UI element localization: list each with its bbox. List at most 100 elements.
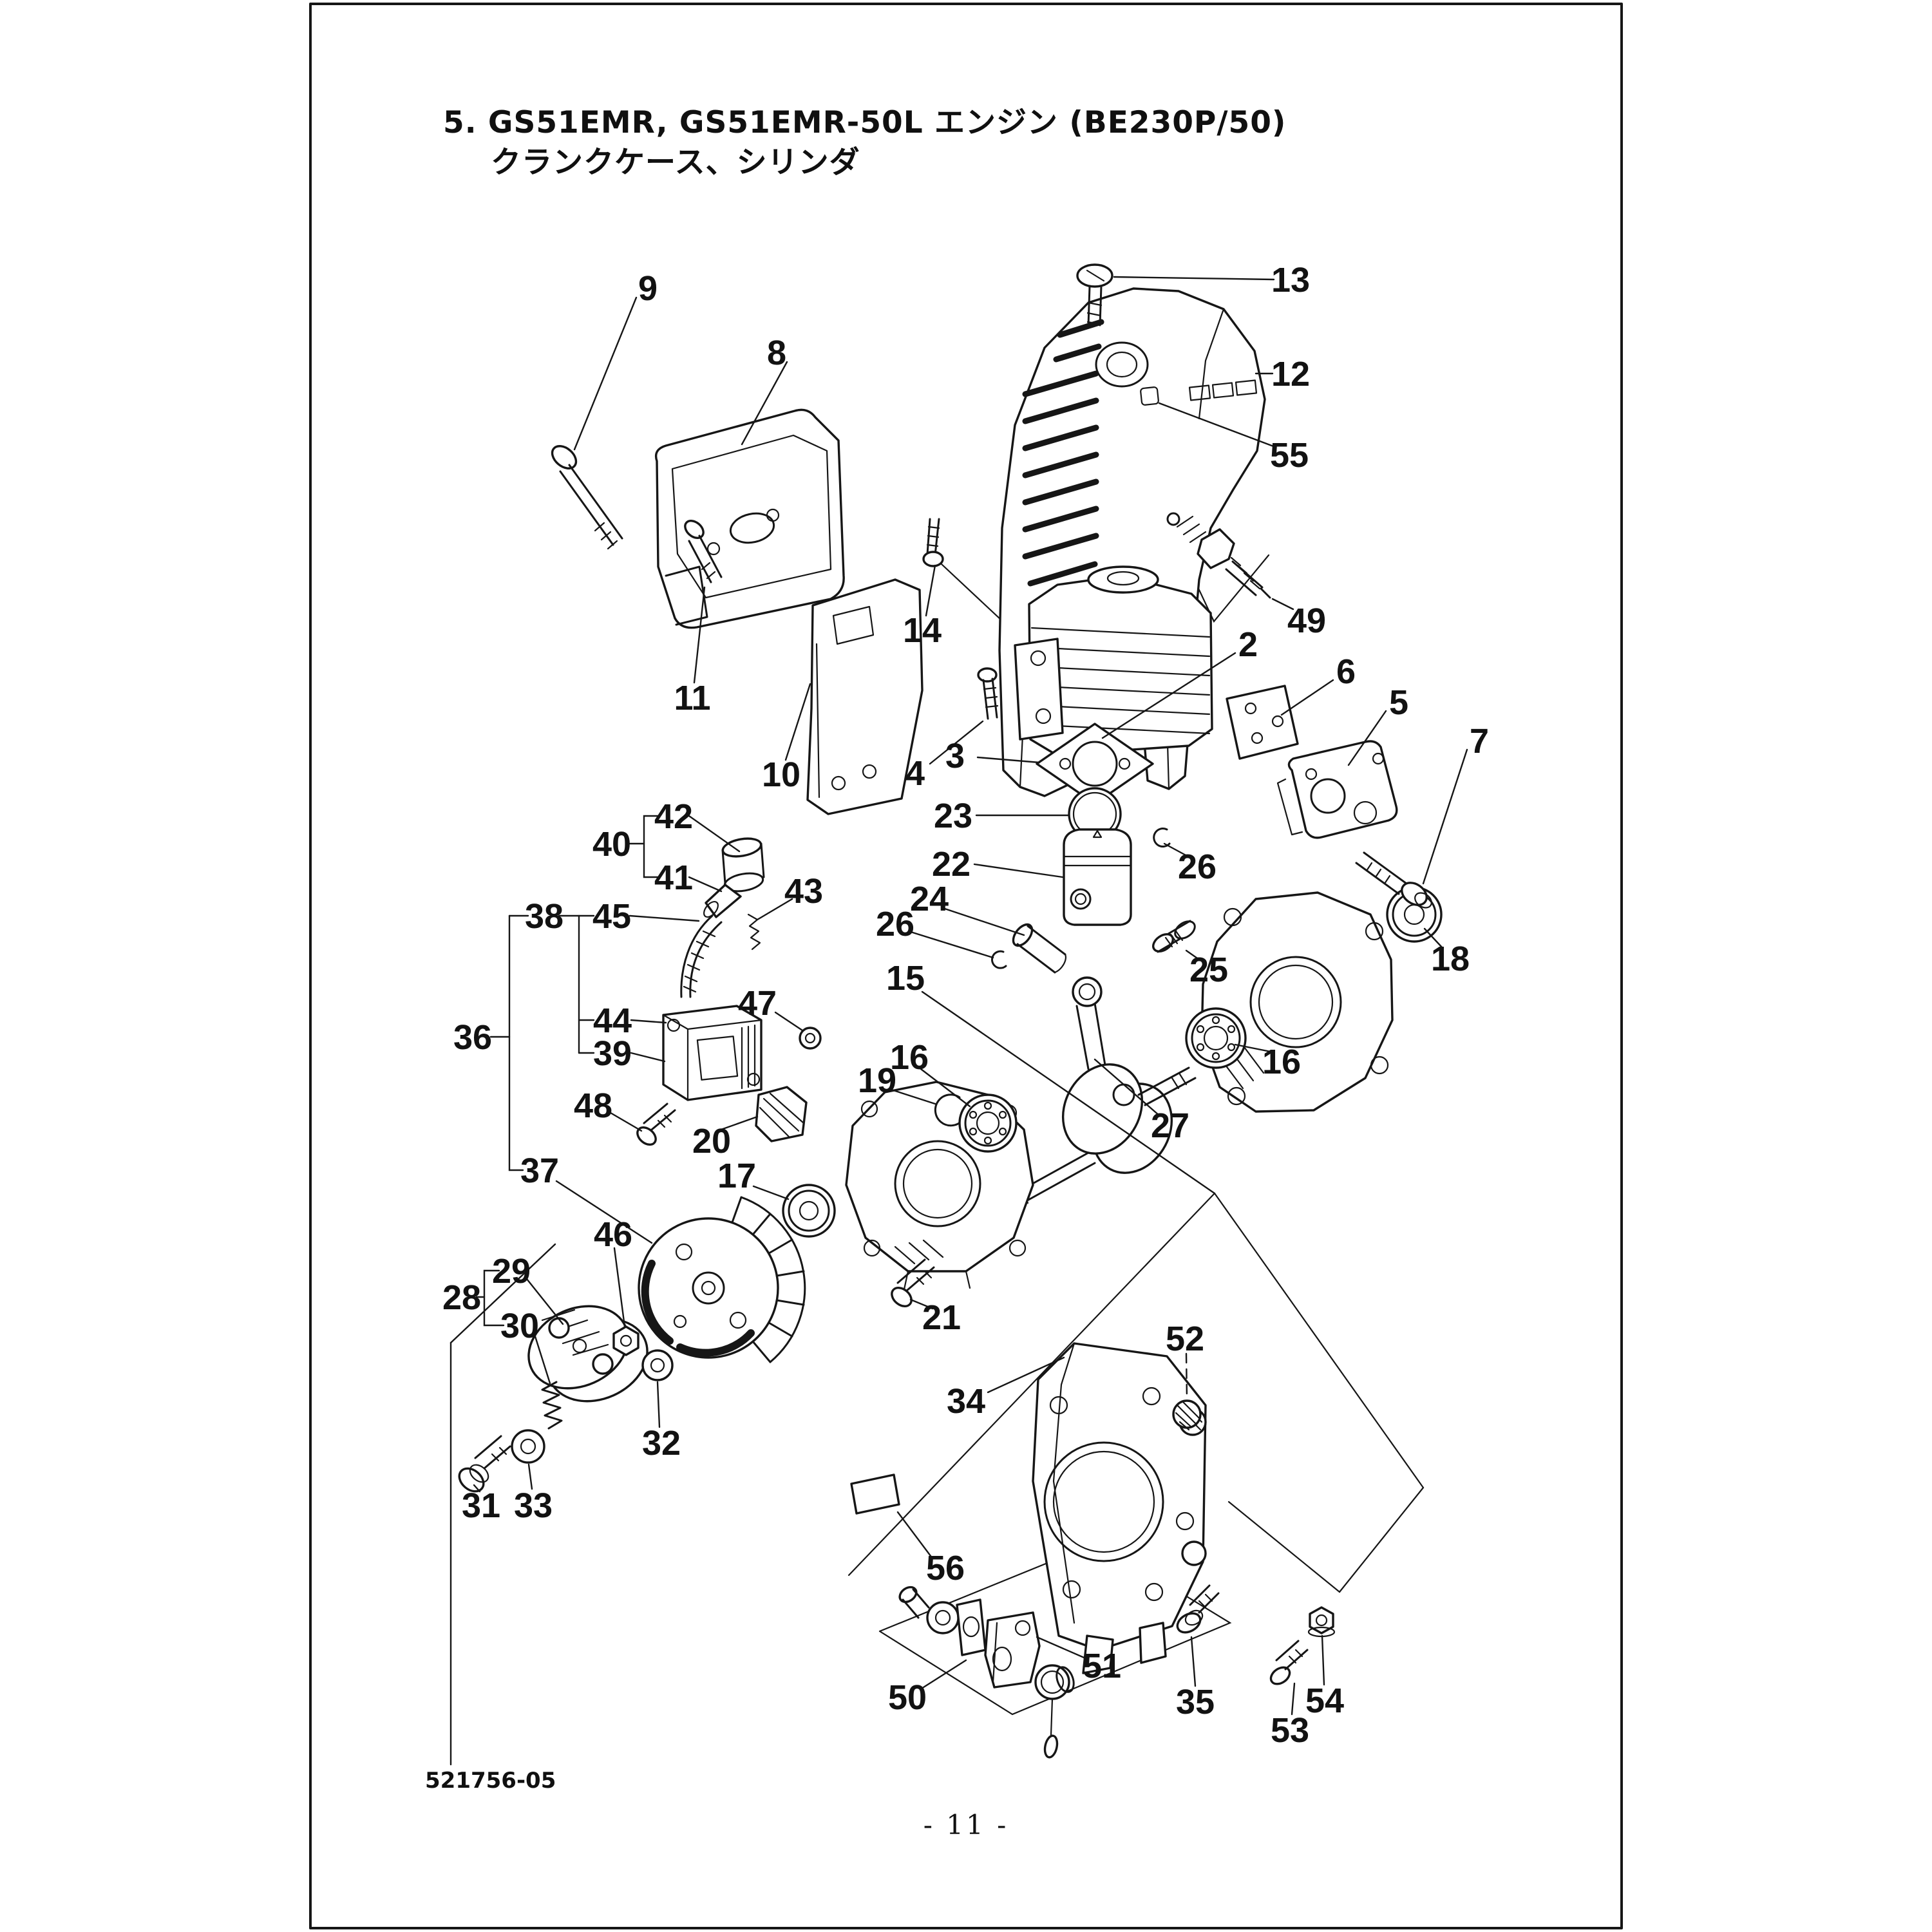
- callout-leader-15: [921, 990, 1216, 1195]
- callout-2843: 28: [442, 1278, 481, 1317]
- callout-leader-27: [1094, 1058, 1160, 1117]
- callout-4220: 42: [654, 797, 693, 836]
- callout-554: 55: [1270, 436, 1309, 475]
- callout-2145: 21: [922, 1298, 961, 1337]
- callout-leader-22: [973, 863, 1064, 878]
- callout-leader-16: [1234, 1043, 1275, 1054]
- callout-3739: 37: [520, 1151, 559, 1190]
- part-piston-pin-24: [1012, 923, 1067, 974]
- page-number: - 11 -: [923, 1809, 1009, 1841]
- callout-2619: 26: [876, 905, 914, 943]
- callout-leader-4: [929, 720, 984, 765]
- callout-leader-6: [1280, 679, 1334, 716]
- callout-5456: 54: [1305, 1681, 1344, 1720]
- callout-109: 10: [762, 755, 800, 794]
- callout-713: 7: [1470, 722, 1489, 761]
- callout-leader-50: [922, 1659, 967, 1689]
- callout-3932: 39: [593, 1034, 632, 1073]
- callout-4525: 45: [592, 897, 631, 936]
- page-border: [309, 3, 1623, 1929]
- callout-leader-31: [473, 1484, 481, 1493]
- part-bolt-53: [1269, 1640, 1309, 1685]
- callout-leader-21: [909, 1298, 934, 1310]
- callout-314: 3: [945, 737, 965, 775]
- callout-leader-25: [1185, 949, 1200, 961]
- part-washer-33: [511, 1429, 545, 1464]
- callout-leader-10: [784, 683, 811, 761]
- part-bolt-31: [458, 1435, 511, 1493]
- group-bracket-10: [483, 1269, 505, 1327]
- callout-27: 2: [1238, 625, 1258, 664]
- callout-3149: 31: [462, 1486, 500, 1525]
- callout-leader-32: [656, 1381, 661, 1428]
- callout-1740: 17: [717, 1157, 756, 1195]
- callout-leader-2: [1101, 652, 1236, 739]
- part-nut-52: [1172, 1399, 1202, 1431]
- callout-leader-49: [1271, 598, 1294, 611]
- zone-line-4: [1227, 1501, 1341, 1593]
- group-brackets: [450, 815, 659, 1766]
- part-bracket-51: [984, 1611, 1041, 1689]
- engine-parts: [458, 263, 1443, 1759]
- callout-leader-39: [630, 1052, 666, 1063]
- callout-leader-8: [741, 361, 788, 446]
- part-cylinder-2: [1014, 565, 1213, 756]
- callout-2738: 27: [1151, 1106, 1189, 1145]
- callout-2942: 29: [492, 1252, 531, 1291]
- callout-2617: 26: [1178, 848, 1217, 886]
- callout-leader-7: [1422, 748, 1468, 885]
- callout-leader-24: [942, 907, 1025, 936]
- callout-leader-34: [987, 1356, 1065, 1394]
- part-nut-46: [612, 1325, 639, 1356]
- callout-leader-48: [609, 1112, 643, 1132]
- part-screw-21: [891, 1258, 935, 1307]
- part-spring-30: [541, 1381, 563, 1430]
- part-screw-48: [636, 1103, 676, 1146]
- part-manifold-20: [755, 1086, 808, 1142]
- part-oiler-group-50: [898, 1586, 1075, 1759]
- callout-2418: 24: [910, 880, 949, 918]
- part-grommet-47: [799, 1027, 822, 1050]
- callout-leader-18: [1423, 927, 1444, 949]
- zone-lines: [848, 332, 1425, 1716]
- part-screw-14: [922, 518, 944, 567]
- callout-leader-37: [555, 1180, 653, 1244]
- callout-1827: 18: [1431, 940, 1470, 978]
- part-screw-35: [1176, 1584, 1220, 1634]
- callout-3044: 30: [500, 1307, 539, 1345]
- part-crankcase-cover-34: [1032, 1342, 1207, 1674]
- part-screw-11: [684, 520, 723, 583]
- callout-leader-26: [1163, 842, 1189, 858]
- part-ht-cable-45: [680, 914, 723, 998]
- part-gasket-6: [1226, 685, 1299, 760]
- zone-line-2: [1213, 1192, 1425, 1489]
- part-screw-4: [977, 667, 999, 720]
- callout-5152: 51: [1083, 1647, 1121, 1685]
- callout-4122: 41: [654, 858, 693, 897]
- part-circlip-19: [934, 1094, 963, 1127]
- part-piston-22: [1063, 828, 1132, 926]
- part-flywheel-37: [638, 1196, 806, 1363]
- part-bearing-16-left: [958, 1094, 1018, 1153]
- callout-leader-43: [756, 898, 793, 921]
- callout-123: 12: [1271, 355, 1310, 393]
- part-clip-26-left: [991, 950, 1007, 969]
- callout-496: 49: [1287, 601, 1326, 640]
- part-plug-cap-42: [721, 837, 765, 893]
- part-ignition-coil-39-44: [662, 1005, 762, 1101]
- part-bearing-17: [782, 1184, 836, 1238]
- callout-4836: 48: [574, 1086, 612, 1125]
- page-title-line2: クランクケース、シリンダ: [491, 145, 860, 180]
- callout-2216: 22: [932, 845, 971, 884]
- callout-131: 13: [1271, 261, 1310, 299]
- part-screw-7: [1355, 851, 1432, 909]
- part-clip-26-right: [1153, 828, 1171, 848]
- part-bracket-10: [806, 578, 923, 815]
- callout-145: 14: [903, 611, 942, 650]
- callout-5247: 52: [1166, 1320, 1204, 1358]
- callout-leader-26: [909, 931, 994, 959]
- callout-leader-14: [925, 564, 936, 617]
